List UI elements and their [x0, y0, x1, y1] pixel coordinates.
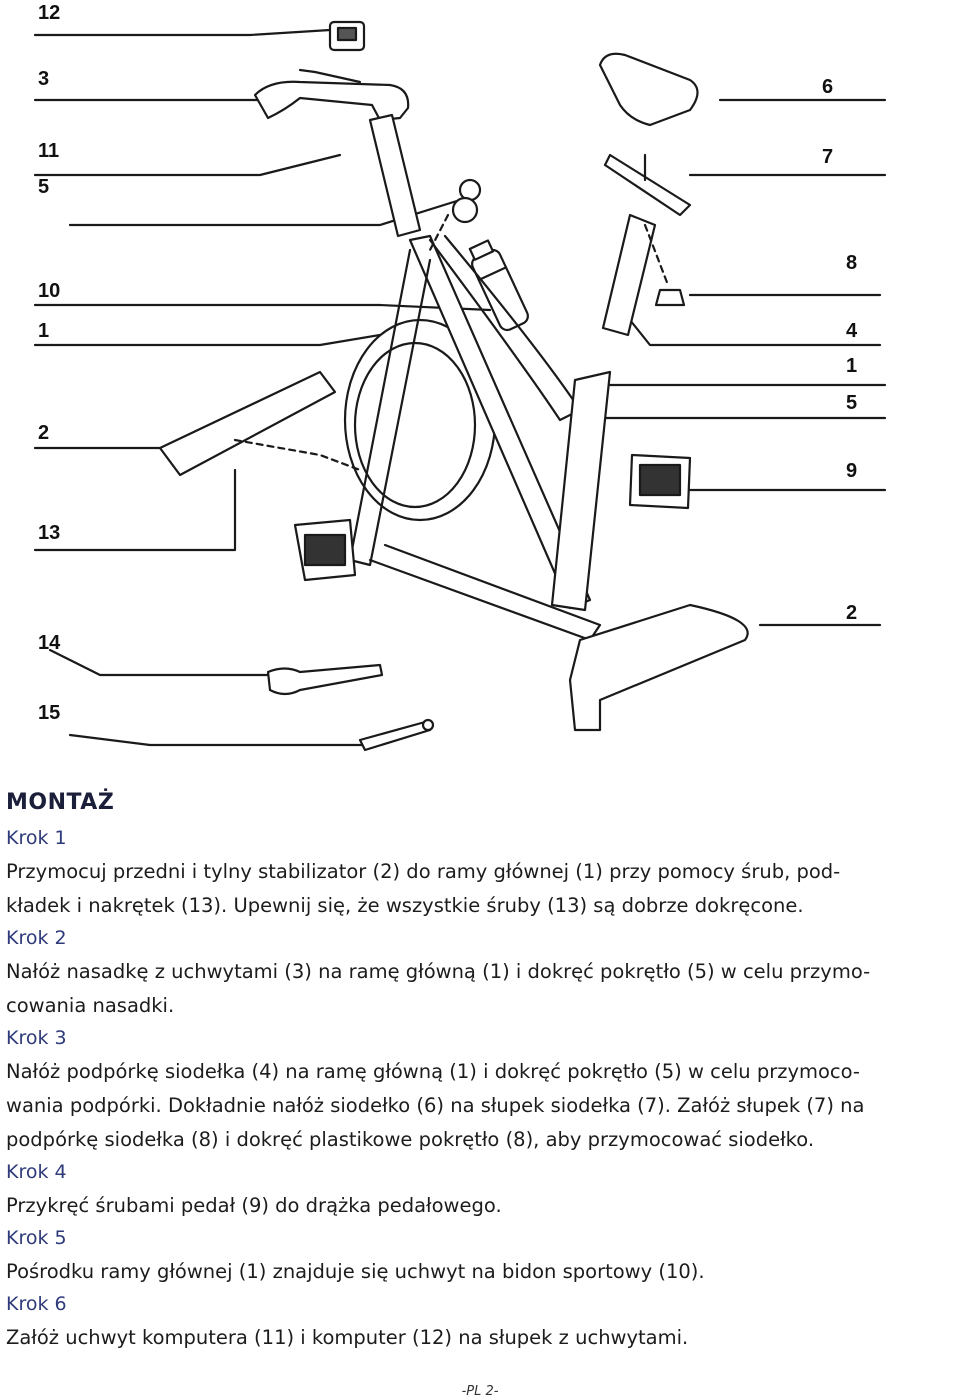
step-title: Krok 5	[6, 1227, 67, 1249]
step-6: Krok 6 Załóż uchwyt komputera (11) i kom…	[6, 1293, 951, 1355]
callout-3: 3	[38, 68, 50, 90]
wrench-15	[358, 720, 432, 752]
step-text-line: Nałóż podpórkę siodełka (4) na ramę głów…	[6, 1060, 860, 1083]
step-3: Krok 3 Nałóż podpórkę siodełka (4) na ra…	[6, 1027, 951, 1157]
step-text: Pośrodku ramy głównej (1) znajduje się u…	[6, 1255, 951, 1289]
step-text-line: kładek i nakrętek (13). Upewnij się, że …	[6, 894, 804, 917]
step-text-line: wania podpórki. Dokładnie nałóż siodełko…	[6, 1094, 865, 1117]
pedal-left	[293, 518, 357, 582]
handlebar-post	[368, 113, 422, 238]
callout-5-left: 5	[38, 176, 50, 198]
step-text-line: podpórkę siodełka (8) i dokręć plastikow…	[6, 1128, 815, 1151]
step-text: Nałóż nasadkę z uchwytami (3) na ramę gł…	[6, 955, 951, 1023]
section-title: MONTAŻ	[6, 790, 115, 815]
callout-12: 12	[38, 2, 61, 24]
knob-part	[451, 178, 482, 224]
callout-1-right: 1	[846, 355, 858, 377]
step-text-line: cowania nasadki.	[6, 994, 175, 1017]
leader-14	[48, 648, 332, 677]
step-text-line: Nałóż nasadkę z uchwytami (3) na ramę gł…	[6, 960, 871, 983]
step-text-line: Pośrodku ramy głównej (1) znajduje się u…	[6, 1260, 705, 1283]
callout-5-right: 5	[846, 392, 858, 414]
page-number: -PL 2-	[461, 1384, 499, 1399]
callout-13: 13	[38, 522, 61, 544]
callout-2-left: 2	[38, 422, 50, 444]
callout-6: 6	[822, 76, 834, 98]
callout-1-left: 1	[38, 320, 50, 342]
step-title: Krok 1	[6, 827, 67, 849]
bike-drawing	[33, 20, 887, 752]
step-4: Krok 4 Przykręć śrubami pedał (9) do drą…	[6, 1161, 951, 1223]
step-title: Krok 2	[6, 927, 67, 949]
front-stabilizer	[158, 370, 337, 477]
bottle-part	[468, 239, 529, 332]
step-text: Załóż uchwyt komputera (11) i komputer (…	[6, 1321, 951, 1355]
leader-5-left	[68, 198, 462, 227]
step-title: Krok 4	[6, 1161, 67, 1183]
wrench-14	[266, 663, 384, 696]
leader-1-left	[33, 328, 412, 347]
step-text: Przymocuj przedni i tylny stabilizator (…	[6, 855, 951, 923]
callout-11: 11	[38, 140, 60, 162]
step-5: Krok 5 Pośrodku ramy głównej (1) znajduj…	[6, 1227, 951, 1289]
leader-12	[33, 28, 332, 37]
callout-15: 15	[38, 702, 61, 724]
step-text-line: Przymocuj przedni i tylny stabilizator (…	[6, 860, 841, 883]
computer-part	[328, 20, 366, 52]
callout-7: 7	[822, 146, 834, 168]
callout-14: 14	[38, 632, 61, 654]
step-1: Krok 1 Przymocuj przedni i tylny stabili…	[6, 827, 951, 923]
callout-9: 9	[846, 460, 858, 482]
leader-13	[33, 468, 237, 552]
assembly-instructions: MONTAŻ Krok 1 Przymocuj przedni i tylny …	[6, 790, 951, 1359]
callout-8: 8	[846, 252, 858, 274]
callout-10: 10	[38, 280, 61, 302]
step-title: Krok 6	[6, 1293, 67, 1315]
pedal-right	[628, 453, 692, 510]
step-text-line: Załóż uchwyt komputera (11) i komputer (…	[6, 1326, 689, 1349]
step-title: Krok 3	[6, 1027, 67, 1049]
callout-4: 4	[846, 320, 858, 342]
seat-part	[598, 52, 699, 127]
seat-support	[601, 213, 657, 337]
main-frame	[408, 234, 592, 610]
step-text: Przykręć śrubami pedał (9) do drążka ped…	[6, 1189, 951, 1223]
step-text-line: Przykręć śrubami pedał (9) do drążka ped…	[6, 1194, 502, 1217]
step-2: Krok 2 Nałóż nasadkę z uchwytami (3) na …	[6, 927, 951, 1023]
leader-11	[33, 153, 342, 177]
leader-4	[628, 318, 882, 347]
rear-stabilizer	[568, 603, 749, 732]
exploded-assembly-diagram: 12 3 11 5 10 1 2 13 14 15 6 7 8 4 1 5 9 …	[33, 2, 887, 752]
callout-2-right: 2	[846, 602, 858, 624]
step-text: Nałóż podpórkę siodełka (4) na ramę głów…	[6, 1055, 951, 1157]
seat-rail	[603, 153, 692, 217]
handlebar-part	[253, 80, 410, 122]
leader-15	[68, 733, 372, 747]
seat-knob	[654, 288, 686, 307]
